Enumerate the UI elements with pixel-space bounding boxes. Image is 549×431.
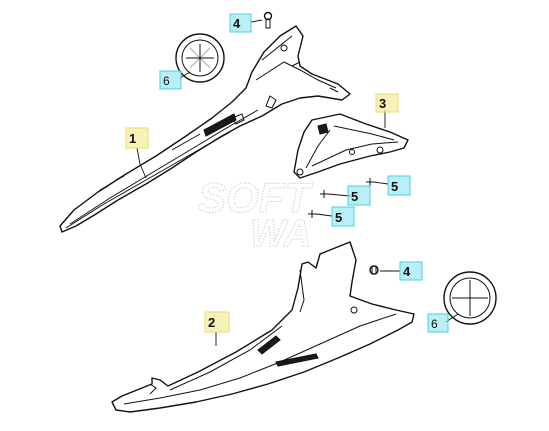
screw-4-lower xyxy=(369,265,379,275)
callout-5-a-label: 5 xyxy=(351,189,358,204)
callout-4-lower: 4 xyxy=(399,261,423,281)
screw-5-b xyxy=(366,178,374,186)
callout-2-label: 2 xyxy=(208,315,215,330)
callout-1: 1 xyxy=(125,127,149,149)
part-1-upper-fairing xyxy=(59,25,351,233)
watermark: SOFT WA xyxy=(198,174,314,256)
callout-5-a: 5 xyxy=(347,185,371,206)
callout-5-b: 5 xyxy=(387,175,411,196)
callout-5-b-label: 5 xyxy=(391,179,398,194)
callout-6-upper-label: 6 xyxy=(163,74,170,88)
watermark-line1: SOFT xyxy=(198,174,313,221)
leader-lines xyxy=(136,19,459,346)
callout-4-upper-label: 4 xyxy=(233,16,241,31)
part-2-lower-cover xyxy=(111,241,415,413)
callout-5-c: 5 xyxy=(331,206,355,227)
callout-6-upper: 6 xyxy=(159,70,182,90)
callout-3: 3 xyxy=(375,93,399,113)
screw-5-c xyxy=(308,210,316,218)
watermark-line2: WA xyxy=(250,213,311,255)
part-6-cap-lower xyxy=(443,271,497,325)
part-6-cap-upper xyxy=(175,33,225,83)
callout-4-lower-label: 4 xyxy=(403,264,411,279)
callout-6-lower: 6 xyxy=(427,313,449,333)
part-3-bracket xyxy=(293,113,409,179)
screw-4-upper xyxy=(263,11,273,29)
callout-3-label: 3 xyxy=(379,96,386,111)
screw-5-a xyxy=(320,190,328,198)
callout-1-label: 1 xyxy=(129,131,136,146)
callout-5-c-label: 5 xyxy=(335,210,342,225)
callout-6-lower-label: 6 xyxy=(431,317,438,331)
callout-2: 2 xyxy=(204,311,230,333)
callout-4-upper: 4 xyxy=(229,13,252,33)
